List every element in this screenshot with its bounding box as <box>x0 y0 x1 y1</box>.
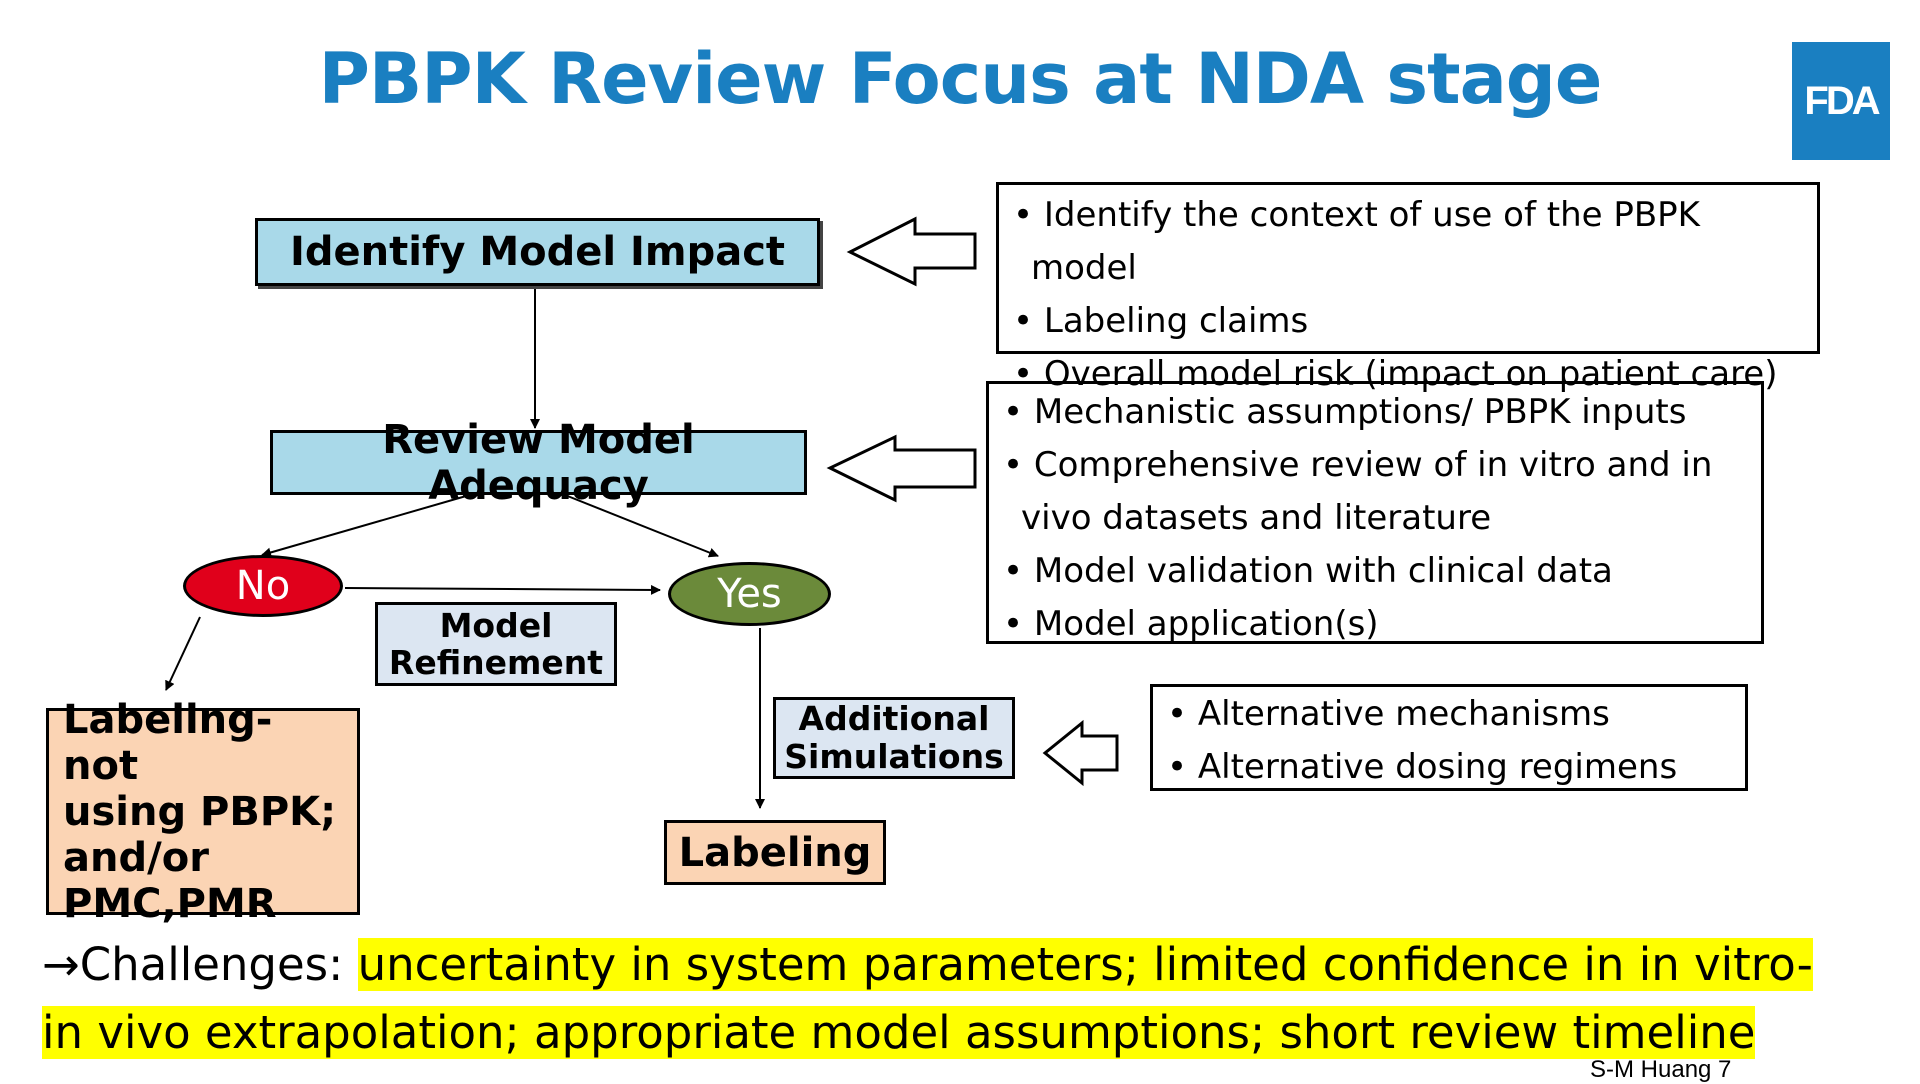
yes-decision-oval: Yes <box>668 562 831 626</box>
impact-bullet: • Overall model risk (impact on patient … <box>1013 354 1778 394</box>
arrow-adequacy-to-yes <box>564 494 719 558</box>
adequacy-bullet: • Comprehensive review of in vitro and i… <box>1003 445 1713 538</box>
arrow-no-to-yes <box>344 584 661 595</box>
impact-bullet: • Labeling claims <box>1013 301 1309 341</box>
hollow-arrow-impact <box>846 216 977 287</box>
adequacy-bullet: • Model validation with clinical data <box>1003 551 1613 591</box>
challenges-line-1: →Challenges: uncertainty in system param… <box>42 931 1813 999</box>
impact-bullets-panel: • Identify the context of use of the PBP… <box>996 182 1820 394</box>
adequacy-bullet: • Mechanistic assumptions/ PBPK inputs <box>1003 392 1687 432</box>
challenges-highlight-2: in vivo extrapolation; appropriate model… <box>42 1006 1756 1059</box>
simulation-bullets-panel: • Alternative mechanisms • Alternative d… <box>1150 684 1748 791</box>
identify-model-impact-box: Identify Model Impact <box>255 218 820 286</box>
slide-title: PBPK Review Focus at NDA stage <box>318 38 1603 120</box>
yes-label: Yes <box>717 571 782 617</box>
identify-model-impact-label: Identify Model Impact <box>289 229 786 275</box>
challenges-highlight-1: uncertainty in system parameters; limite… <box>357 938 1813 991</box>
no-label: No <box>235 563 291 609</box>
labeling-box: Labeling <box>664 820 886 885</box>
challenges-line-2: in vivo extrapolation; appropriate model… <box>42 999 1756 1067</box>
model-refinement-box: Model Refinement <box>375 602 617 686</box>
review-model-adequacy-box: Review Model Adequacy <box>270 417 807 509</box>
fda-logo: FDA <box>1792 42 1890 160</box>
adequacy-bullet: • Model application(s) <box>1003 604 1379 644</box>
simulation-bullet: • Alternative dosing regimens <box>1167 747 1678 787</box>
adequacy-bullets-panel: • Mechanistic assumptions/ PBPK inputs •… <box>986 381 1764 644</box>
hollow-arrow-simulations <box>1042 719 1119 787</box>
additional-simulations-label: Additional Simulations <box>784 699 1004 776</box>
arrow-adequacy-to-no <box>261 491 481 558</box>
model-refinement-label: Model Refinement <box>388 606 604 682</box>
review-model-adequacy-label: Review Model Adequacy <box>382 416 695 509</box>
hollow-arrow-adequacy <box>826 434 977 503</box>
no-decision-oval: No <box>183 555 343 617</box>
labeling-not-pbpk-label: Labeling- not using PBPK; and/or PMC,PMR <box>63 696 337 927</box>
impact-bullet: • Identify the context of use of the PBP… <box>1013 195 1700 288</box>
challenges-prefix: →Challenges: <box>42 938 358 991</box>
labeling-label: Labeling <box>678 829 872 876</box>
arrow-no-to-labeling-not-pbpk <box>165 616 201 691</box>
simulation-bullet: • Alternative mechanisms <box>1167 694 1610 734</box>
additional-simulations-box: Additional Simulations <box>773 697 1015 779</box>
labeling-not-pbpk-box: Labeling- not using PBPK; and/or PMC,PMR <box>46 697 360 927</box>
slide-credit: S-M Huang 7 <box>1590 1056 1732 1083</box>
